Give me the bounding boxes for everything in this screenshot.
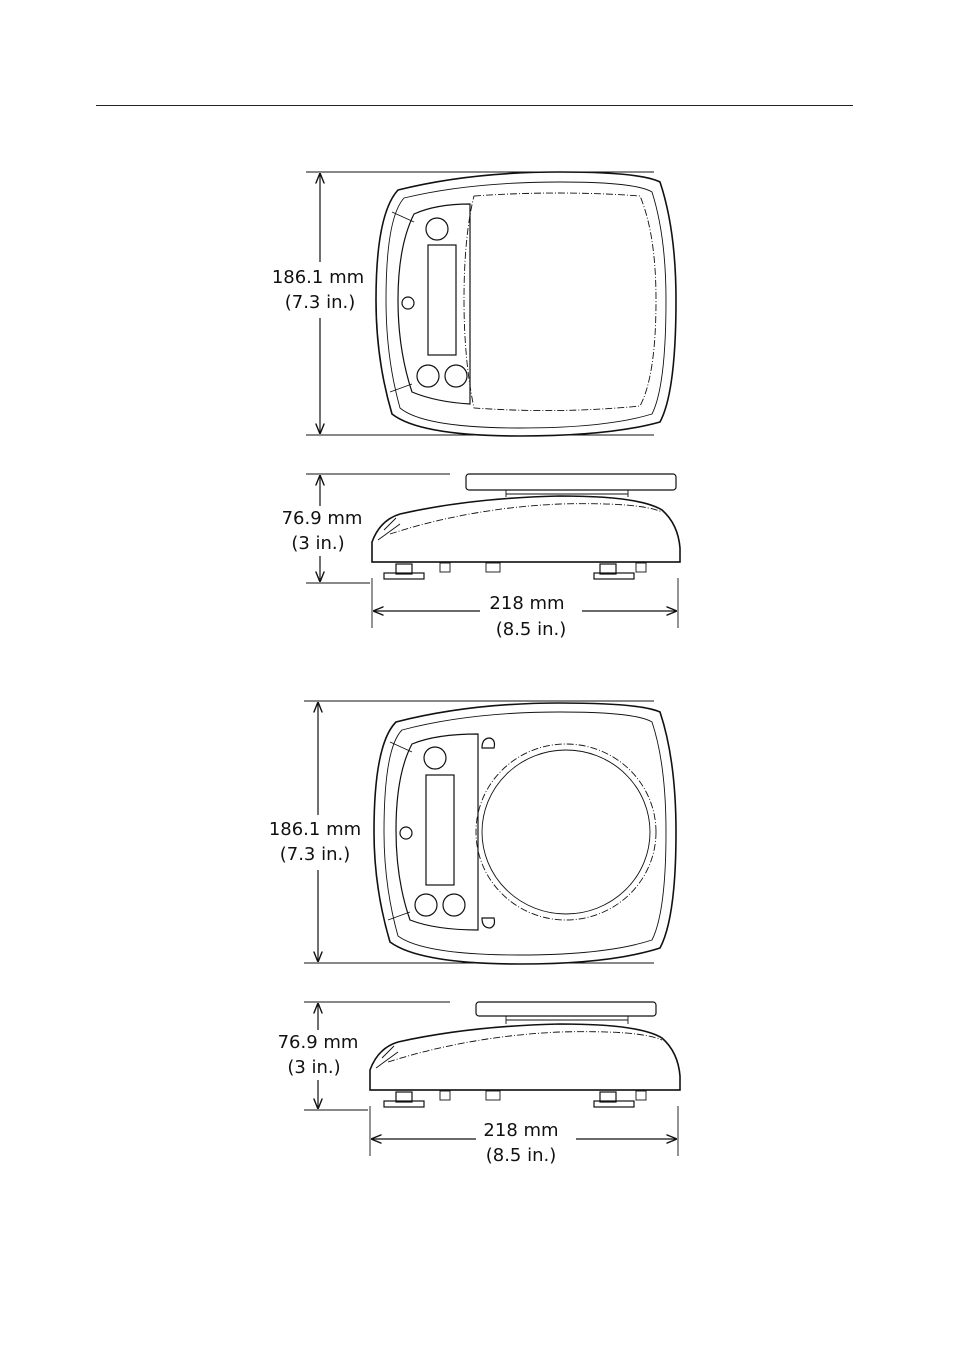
- depth-label-in: (7.3 in.): [280, 844, 351, 865]
- top-view-round: 186.1 mm (7.3 in.): [268, 701, 676, 964]
- side-view-rectangular: 76.9 mm (3 in.) 218 mm (8.5 in.): [282, 474, 680, 640]
- height-label-in: (3 in.): [291, 533, 344, 554]
- height-label-in: (3 in.): [287, 1057, 340, 1078]
- width-label-in: (8.5 in.): [496, 619, 567, 640]
- height-label-mm: 76.9 mm: [278, 1032, 359, 1053]
- width-label-mm: 218 mm: [489, 593, 564, 614]
- depth-label-mm: 186.1 mm: [272, 267, 364, 288]
- depth-label-in: (7.3 in.): [285, 292, 356, 313]
- side-view-round: 76.9 mm (3 in.) 218 mm (8.5 in.): [278, 1002, 680, 1166]
- height-label-mm: 76.9 mm: [282, 508, 363, 529]
- width-label-mm: 218 mm: [483, 1120, 558, 1141]
- depth-label-mm: 186.1 mm: [269, 819, 361, 840]
- top-view-rectangular: 186.1 mm (7.3 in.): [270, 172, 676, 436]
- width-label-in: (8.5 in.): [486, 1145, 557, 1166]
